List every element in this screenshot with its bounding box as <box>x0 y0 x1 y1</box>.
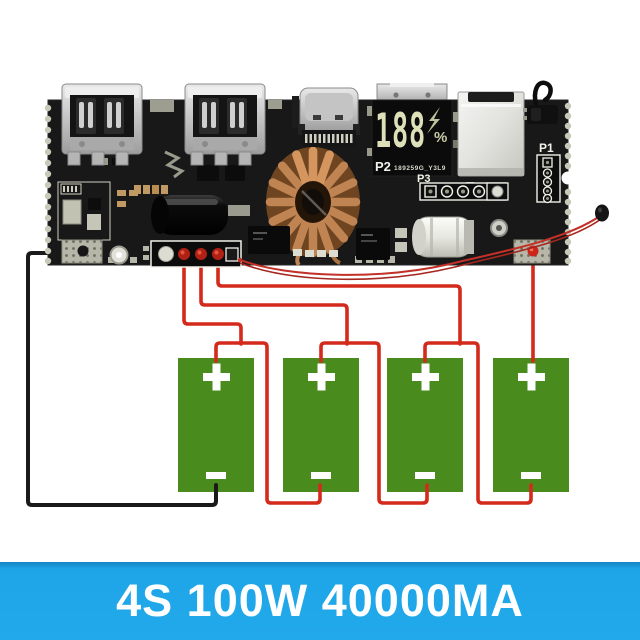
usb-a-port-2 <box>184 83 266 166</box>
led-display: 188 % <box>367 99 453 177</box>
power-switch <box>523 80 558 124</box>
thermistor-wire <box>239 215 601 276</box>
minus-icon <box>521 472 541 479</box>
edge-notch <box>561 171 575 185</box>
negative-wire <box>26 251 218 507</box>
usb-a-port-1 <box>61 83 143 166</box>
castellation-right-edge <box>564 102 572 265</box>
minus-icon <box>311 472 331 479</box>
p1-label: P1 <box>539 141 554 155</box>
banner-text: 4S 100W 40000MA <box>116 575 524 626</box>
plus-icon <box>412 363 439 391</box>
black-capacitor <box>151 195 250 235</box>
p1-header <box>536 154 561 204</box>
usb-c-port <box>292 87 360 147</box>
p2-label: P2 <box>375 159 391 174</box>
balance-wire-2 <box>199 254 349 346</box>
lightning-icon <box>427 107 440 134</box>
battery-cell-1 <box>178 358 254 492</box>
edge-pad <box>268 100 282 109</box>
edge-pad <box>150 100 174 112</box>
series-link-2 <box>319 341 429 505</box>
thermistor-bead <box>595 204 609 222</box>
thermistor <box>237 204 609 281</box>
balance-wire-1 <box>182 254 243 346</box>
negative-solder-joint <box>77 245 89 257</box>
mounting-hole <box>109 245 129 265</box>
balance-pad-strip <box>143 240 242 268</box>
balance-solder-joint-2 <box>195 248 207 260</box>
minus-icon <box>415 472 435 479</box>
series-link-3 <box>423 341 533 505</box>
battery-pack <box>178 358 569 492</box>
ic-chips <box>248 226 407 260</box>
battery-cell-2 <box>283 358 359 492</box>
mounting-hole-2 <box>486 182 509 201</box>
battery-cell-4 <box>493 358 569 492</box>
balance-solder-joint-1 <box>178 248 190 260</box>
white-capacitor <box>412 216 508 258</box>
thermistor-wire-2 <box>239 218 602 281</box>
plus-icon <box>308 363 335 391</box>
balance-solder-joint-3 <box>212 248 224 260</box>
banner: 4S 100W 40000MA <box>0 562 640 640</box>
minus-icon <box>206 472 226 479</box>
percent-label: % <box>434 129 447 146</box>
castellation-left-edge <box>44 104 52 265</box>
display-digits: 188 <box>375 105 426 159</box>
series-link-1 <box>214 341 322 505</box>
plus-icon <box>518 363 545 391</box>
b-minus-pad-grid <box>61 239 103 264</box>
p3-label: P3 <box>417 173 430 185</box>
white-module <box>457 91 525 177</box>
pcb-board: 188 % P2 189259G_Y3L9 P3 <box>44 80 575 268</box>
plus-icon <box>203 363 230 391</box>
p2-code: 189259G_Y3L9 <box>394 165 446 172</box>
battery-cell-3 <box>387 358 463 492</box>
balance-wire-3 <box>216 254 462 346</box>
